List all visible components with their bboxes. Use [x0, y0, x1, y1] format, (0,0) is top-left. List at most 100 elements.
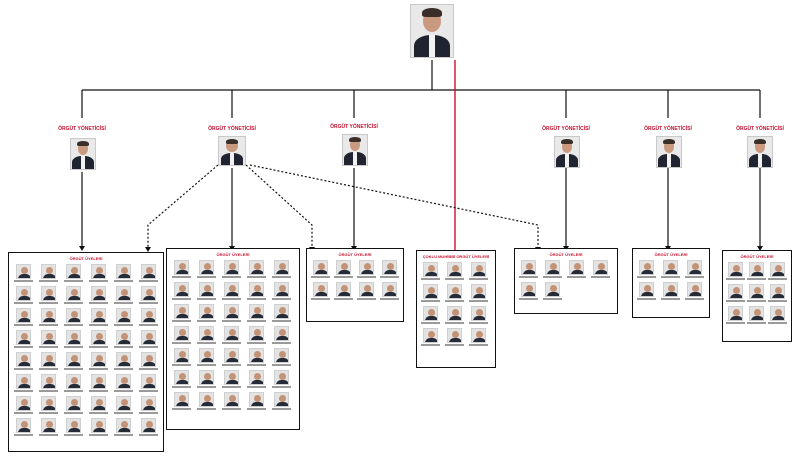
- member-caption: [197, 364, 216, 366]
- member-photo: [66, 396, 81, 411]
- member-caption: [222, 298, 241, 300]
- member-caption: [334, 276, 353, 278]
- member-photo: [382, 282, 397, 297]
- member-photo: [663, 260, 678, 275]
- member-caption: [172, 342, 191, 344]
- member-caption: [39, 412, 58, 414]
- member-photo: [174, 304, 189, 319]
- member-photo: [174, 282, 189, 297]
- member-photo: [423, 328, 438, 343]
- deputy-1-label: ÖRGÜT YÖNETİCİSİ: [58, 126, 106, 132]
- deputy-6-label: ÖRGÜT YÖNETİCİSİ: [736, 126, 784, 132]
- member-caption: [421, 322, 440, 324]
- member-photo: [359, 282, 374, 297]
- member-photo: [224, 304, 239, 319]
- member-photo: [336, 282, 351, 297]
- member-photo: [224, 260, 239, 275]
- member-caption: [139, 368, 158, 370]
- member-caption: [89, 434, 108, 436]
- member-photo: [174, 348, 189, 363]
- member-caption: [172, 298, 191, 300]
- member-group-3-title: ÖRGÜT ÜYELERİ: [338, 252, 372, 257]
- member-photo: [91, 264, 106, 279]
- member-caption: [726, 322, 745, 324]
- member-photo: [16, 352, 31, 367]
- member-caption: [14, 368, 33, 370]
- member-caption: [39, 346, 58, 348]
- member-caption: [114, 280, 133, 282]
- member-caption: [247, 364, 266, 366]
- member-caption: [14, 412, 33, 414]
- member-photo: [116, 418, 131, 433]
- member-caption: [39, 368, 58, 370]
- member-photo: [16, 330, 31, 345]
- member-caption: [445, 322, 464, 324]
- member-group-1-title: ÖRGÜT ÜYELERİ: [69, 256, 103, 261]
- member-caption: [197, 408, 216, 410]
- member-photo: [274, 392, 289, 407]
- member-caption: [64, 302, 83, 304]
- member-photo: [249, 282, 264, 297]
- member-caption: [64, 434, 83, 436]
- member-photo: [141, 352, 156, 367]
- member-caption: [661, 276, 680, 278]
- member-caption: [39, 434, 58, 436]
- member-caption: [469, 278, 488, 280]
- deputy-6-photo: [747, 136, 773, 168]
- member-photo: [41, 264, 56, 279]
- member-caption: [14, 434, 33, 436]
- member-photo: [16, 264, 31, 279]
- member-photo: [41, 308, 56, 323]
- member-caption: [14, 302, 33, 304]
- member-caption: [139, 434, 158, 436]
- member-group-6: ÖRGÜT ÜYELERİ: [632, 248, 710, 318]
- member-caption: [14, 346, 33, 348]
- member-photo: [116, 374, 131, 389]
- member-caption: [139, 346, 158, 348]
- member-photo: [116, 286, 131, 301]
- member-group-2: ÖRGÜT ÜYELERİ: [166, 248, 300, 430]
- member-photo: [91, 330, 106, 345]
- member-photo: [41, 418, 56, 433]
- member-photo: [447, 284, 462, 299]
- member-photo: [199, 260, 214, 275]
- member-caption: [747, 322, 766, 324]
- member-photo: [141, 418, 156, 433]
- member-photo: [447, 262, 462, 277]
- member-caption: [272, 408, 291, 410]
- member-photo: [199, 304, 214, 319]
- member-caption: [469, 322, 488, 324]
- member-photo: [116, 264, 131, 279]
- member-caption: [661, 298, 680, 300]
- member-caption: [272, 364, 291, 366]
- member-caption: [89, 368, 108, 370]
- member-caption: [139, 324, 158, 326]
- member-caption: [222, 364, 241, 366]
- member-photo: [141, 286, 156, 301]
- member-photo: [16, 374, 31, 389]
- member-photo: [274, 282, 289, 297]
- member-caption: [89, 324, 108, 326]
- member-group-6-title: ÖRGÜT ÜYELERİ: [654, 252, 688, 257]
- member-caption: [272, 386, 291, 388]
- deputy-4-label: ÖRGÜT YÖNETİCİSİ: [542, 126, 590, 132]
- member-photo: [471, 262, 486, 277]
- member-caption: [14, 324, 33, 326]
- member-photo: [66, 330, 81, 345]
- member-caption: [380, 298, 399, 300]
- member-photo: [16, 418, 31, 433]
- member-caption: [114, 412, 133, 414]
- member-caption: [247, 276, 266, 278]
- deputy-5-label: ÖRGÜT YÖNETİCİSİ: [644, 126, 692, 132]
- deputy-3-label: ÖRGÜT YÖNETİCİSİ: [330, 124, 378, 130]
- member-photo: [749, 284, 764, 299]
- member-photo: [174, 370, 189, 385]
- deputy-2-photo: [218, 136, 246, 166]
- member-photo: [639, 260, 654, 275]
- member-photo: [116, 396, 131, 411]
- member-caption: [139, 412, 158, 414]
- member-photo: [116, 352, 131, 367]
- member-photo: [545, 260, 560, 275]
- member-photo: [249, 304, 264, 319]
